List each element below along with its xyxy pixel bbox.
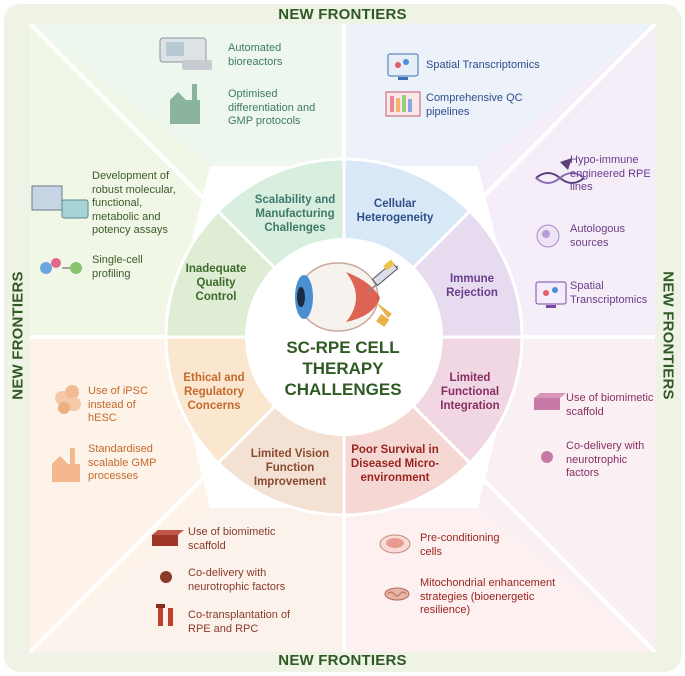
frontier-qc-pipelines: Comprehensive QC pipelines xyxy=(426,92,523,118)
qc-pipeline-icon xyxy=(385,91,421,117)
challenge-heterogeneity: Cellular Heterogeneity xyxy=(356,198,434,224)
zone-quality xyxy=(30,24,210,337)
frontier-label-left: NEW FRONTIERS xyxy=(9,271,27,400)
scaffold-icon-2 xyxy=(152,530,184,546)
frontier-automated-bioreactors: Automated bioreactors xyxy=(228,42,283,68)
co-transplantation-vial-icon xyxy=(156,604,173,626)
ipsc-cluster-icon xyxy=(55,385,81,414)
center-title-line3: CHALLENGES xyxy=(284,380,402,399)
frontier-gmp-processes: Standardised scalable GMP processes xyxy=(88,443,157,482)
challenge-integration: Limited Functional Integration xyxy=(440,372,500,412)
bioreactor-icon xyxy=(159,37,212,70)
frontier-biomimetic-scaffold-2: Use of biomimetic scaffold xyxy=(188,526,276,552)
frontier-co-transplantation: Co-transplantation of RPE and RPC xyxy=(188,609,291,635)
zone-survival xyxy=(344,508,655,652)
frontier-label-right: NEW FRONTIERS xyxy=(659,271,677,400)
frontier-neurotrophic-codelivery: Co-delivery with neurotrophic factors xyxy=(566,440,645,479)
frontier-autologous-sources: Autologous sources xyxy=(570,223,626,249)
frontier-biomimetic-scaffold: Use of biomimetic scaffold xyxy=(566,392,654,418)
mitochondria-icon xyxy=(384,587,410,601)
challenge-quality: Inadequate Quality Control xyxy=(185,263,247,303)
zone-integration xyxy=(478,337,655,652)
gmp-factory-icon xyxy=(52,448,80,482)
frontier-spatial-transcriptomics-2: Spatial Transcriptomics xyxy=(570,280,648,306)
neurotrophic-factor-icon xyxy=(541,451,553,463)
center-title: SC-RPE CELL THERAPY CHALLENGES xyxy=(268,337,418,400)
center-title-line2: THERAPY xyxy=(302,359,384,378)
frontier-mitochondrial-enhancement: Mitochondrial enhancement strategies (bi… xyxy=(420,577,556,616)
frontier-spatial-transcriptomics: Spatial Transcriptomics xyxy=(426,59,540,71)
syringe-icon xyxy=(367,259,399,293)
frontier-gmp-protocols: Optimised differentiation and GMP protoc… xyxy=(228,88,316,127)
challenge-immune: Immune Rejection xyxy=(446,273,498,299)
scaffold-icon xyxy=(534,393,566,410)
zone-scalability xyxy=(30,24,344,166)
frontier-label-top: NEW FRONTIERS xyxy=(278,6,407,23)
challenge-scalability: Scalability and Manufacturing Challenges xyxy=(254,194,336,234)
challenge-survival: Poor Survival in Diseased Micro-environm… xyxy=(350,444,440,484)
frontier-robust-assays: Development of robust molecular, functio… xyxy=(92,170,176,236)
eye-icon xyxy=(295,262,392,332)
spatial-transcriptomics-monitor-icon xyxy=(387,53,419,80)
dna-icon xyxy=(535,158,585,184)
challenge-ethical: Ethical and Regulatory Concerns xyxy=(183,372,245,412)
center-circle xyxy=(245,238,443,436)
factory-icon xyxy=(170,84,200,124)
preconditioning-dish-icon xyxy=(379,534,411,554)
zone-vision xyxy=(30,508,344,652)
frontier-single-cell-profiling: Single-cell profiling xyxy=(92,254,143,280)
frontier-label-bottom: NEW FRONTIERS xyxy=(278,652,407,669)
zone-immune xyxy=(478,24,655,337)
frontier-neurotrophic-codelivery-2: Co-delivery with neurotrophic factors xyxy=(188,567,286,593)
center-title-line1: SC-RPE CELL xyxy=(286,338,400,357)
frontier-preconditioning: Pre-conditioning cells xyxy=(420,532,500,558)
zone-ethical xyxy=(30,337,210,652)
spatial-transcriptomics-monitor-icon-2 xyxy=(535,281,567,308)
frontier-ipsc: Use of iPSC instead of hESC xyxy=(88,385,148,424)
assay-instrument-icon xyxy=(31,185,89,219)
zone-heterogeneity xyxy=(344,24,655,166)
neurotrophic-factor-icon-2 xyxy=(160,571,172,583)
frontier-hypo-immune-lines: Hypo-immune engineered RPE lines xyxy=(570,154,651,193)
autologous-cell-icon xyxy=(536,224,560,248)
challenge-vision: Limited Vision Function Improvement xyxy=(250,448,330,488)
single-cell-icon xyxy=(40,258,82,274)
